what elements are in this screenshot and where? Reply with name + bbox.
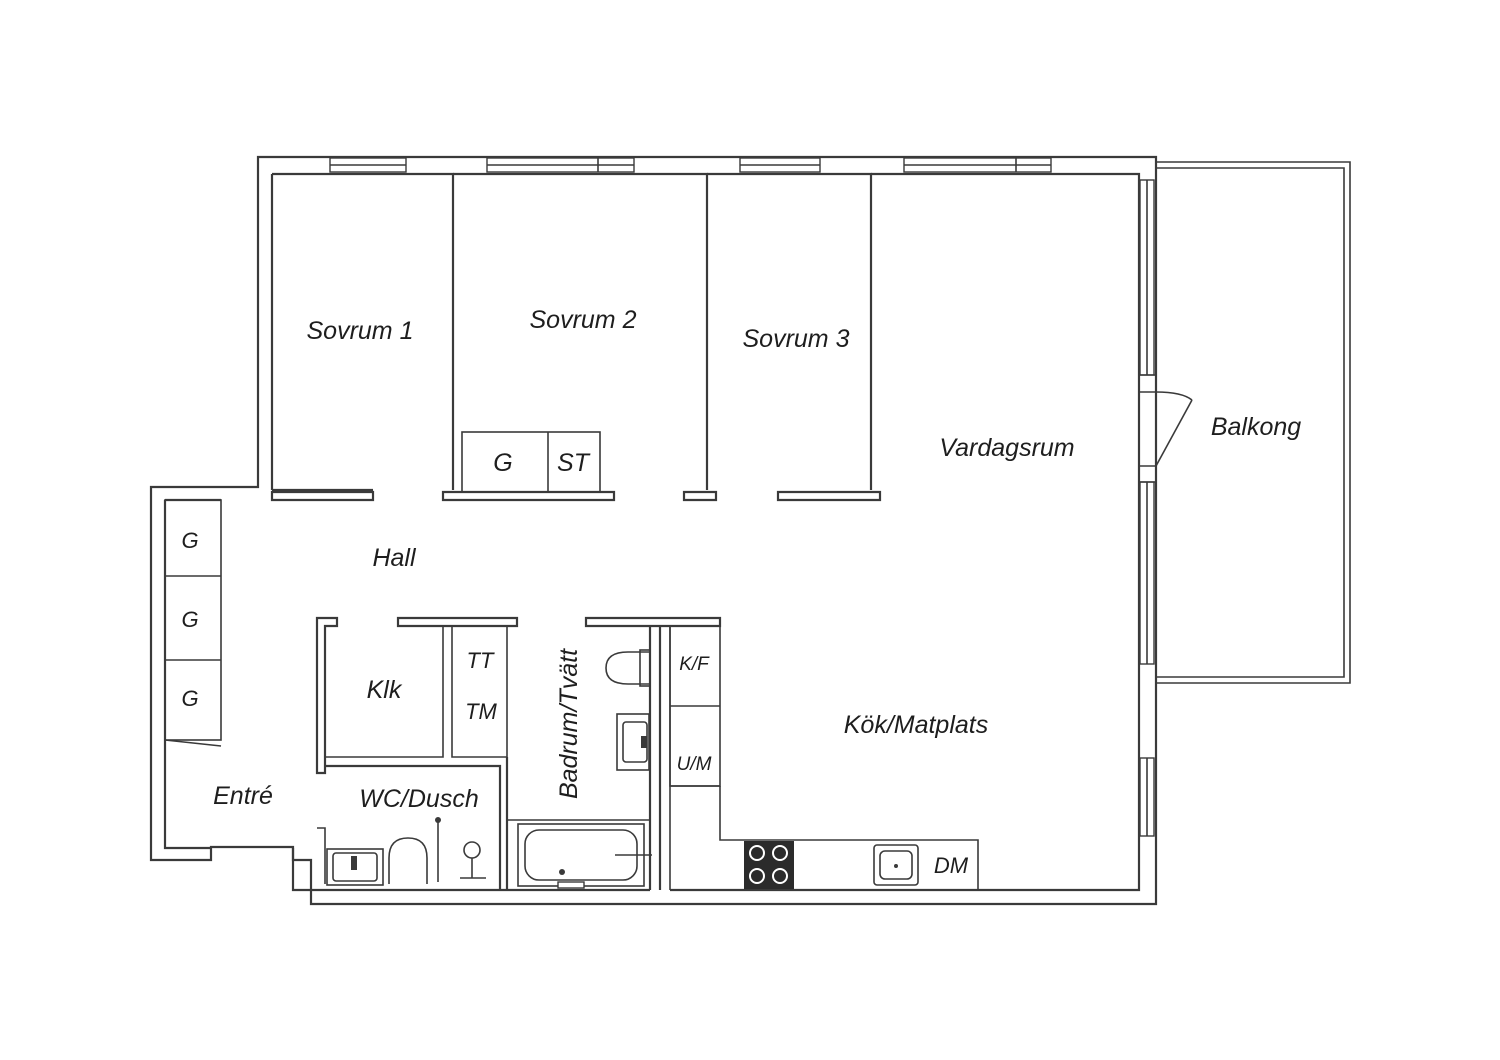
label-balkong: Balkong [1211, 413, 1301, 441]
label-washing-machine: TM [465, 699, 497, 724]
windows [329, 157, 1155, 837]
label-badrum-tvatt: Badrum/Tvätt [555, 648, 583, 799]
balcony [1139, 161, 1351, 684]
label-hall: Hall [372, 544, 417, 572]
label-hall-closet-2: G [181, 607, 198, 632]
bathtub [517, 823, 652, 889]
bathroom-sink [616, 713, 650, 771]
label-tumble-dryer: TT [467, 648, 495, 673]
label-kok-matplats: Kök/Matplats [844, 711, 989, 739]
wc-fixtures [326, 817, 486, 886]
label-vardagsrum: Vardagsrum [939, 434, 1074, 462]
label-fridge-freezer: K/F [679, 654, 710, 675]
toilet-bathroom [605, 649, 651, 687]
label-dishwasher: DM [934, 853, 969, 878]
label-entre: Entré [213, 782, 273, 810]
interior-walls [164, 431, 979, 890]
kitchen-stove [744, 841, 794, 889]
label-sovrum-1: Sovrum 1 [307, 317, 414, 345]
label-storage-sovrum-2: ST [557, 449, 591, 477]
label-klk: Klk [367, 676, 403, 704]
label-wc-dusch: WC/Dusch [359, 785, 478, 813]
room-labels: Sovrum 1 Sovrum 2 Sovrum 3 Vardagsrum Ba… [213, 306, 1301, 813]
label-oven-microwave: U/M [677, 754, 712, 775]
label-sovrum-2: Sovrum 2 [530, 306, 637, 334]
label-sovrum-3: Sovrum 3 [743, 325, 850, 353]
kitchen-sink [873, 844, 919, 886]
fixture-labels: G ST G G G TT TM K/F U/M DM [181, 449, 968, 878]
outer-walls [149, 155, 1158, 906]
label-hall-closet-3: G [181, 686, 198, 711]
label-hall-closet-1: G [181, 528, 198, 553]
label-closet-sovrum-2: G [493, 449, 512, 477]
